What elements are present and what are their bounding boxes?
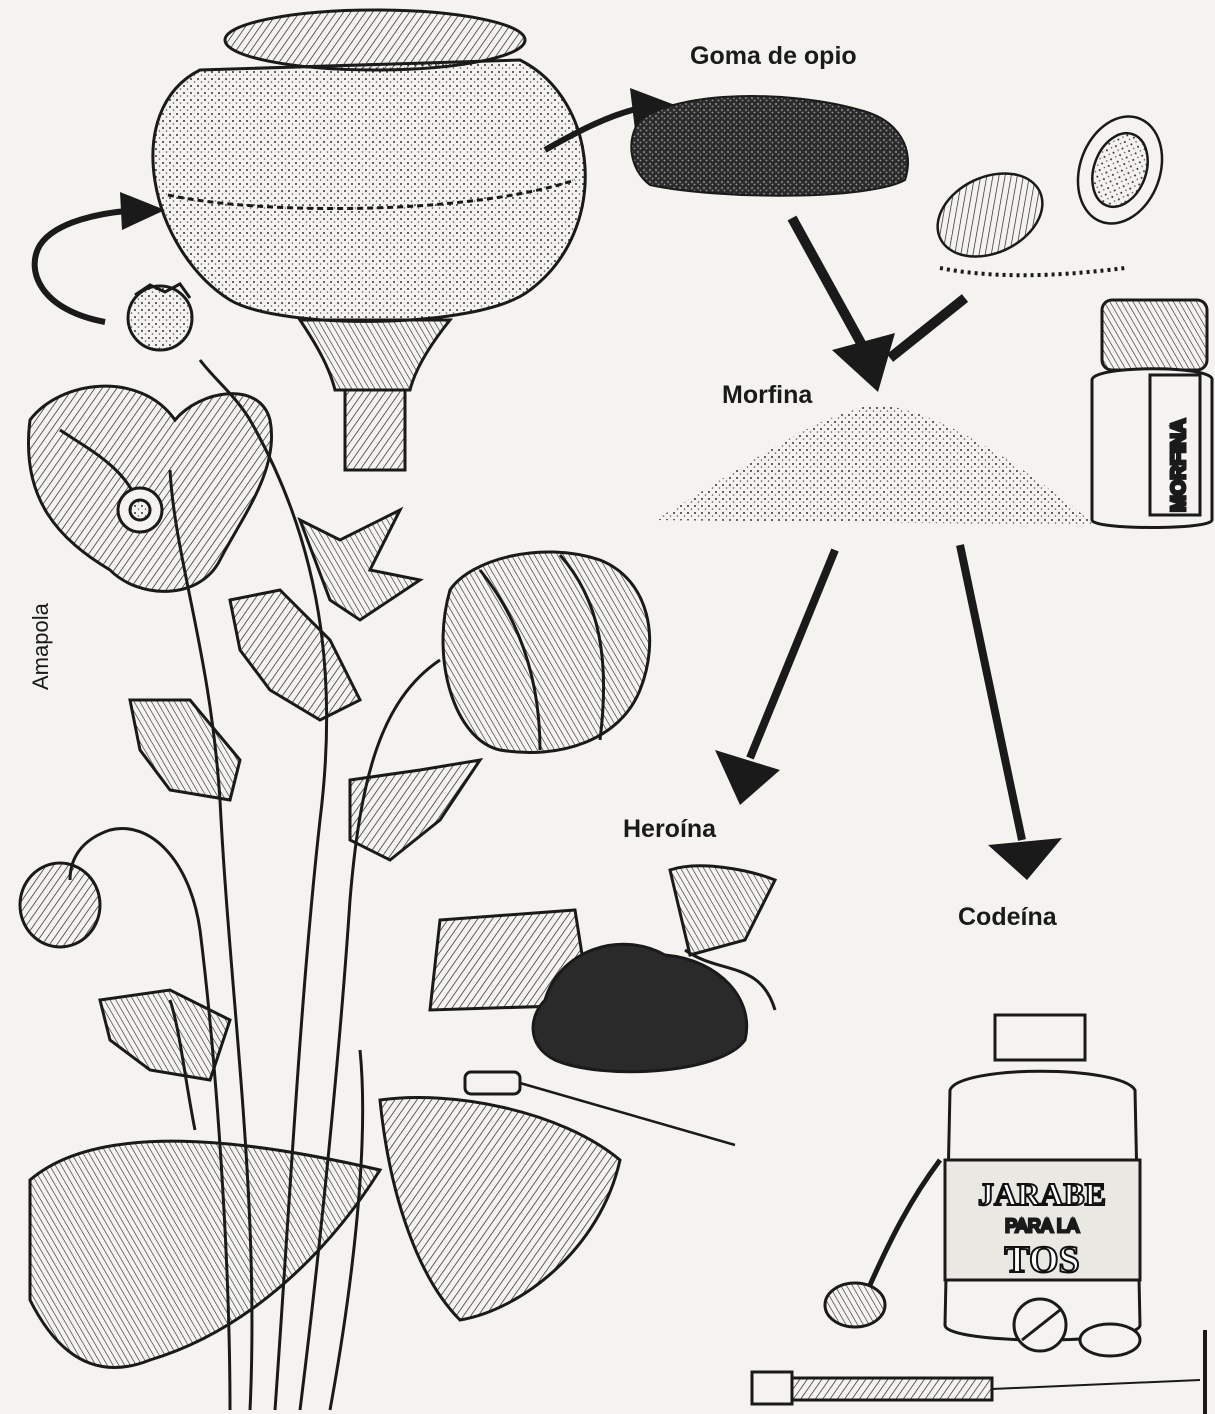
vial-label: MORFINA (1168, 419, 1190, 512)
syrup-label-line3: TOS (1004, 1239, 1079, 1281)
morphine-powder-icon (655, 405, 1095, 525)
label-opium-gum: Goma de opio (690, 42, 857, 71)
morphine-vial-icon: MORFINA (1092, 300, 1212, 528)
label-codeine: Codeína (958, 903, 1057, 932)
poppy-plant-icon (20, 284, 650, 1410)
opium-gum-icon (631, 96, 908, 196)
label-poppy: Amapola (28, 603, 54, 690)
codeine-syringe-icon (752, 1372, 1200, 1404)
label-morphine: Morfina (722, 381, 812, 410)
spoon-icon (825, 1160, 940, 1327)
arrows-to-morphine (792, 218, 965, 392)
syrup-label-line2: PARA LA (1005, 1216, 1079, 1236)
arrow-morphine-to-codeine (960, 545, 1062, 880)
label-heroin: Heroína (623, 815, 716, 844)
cut-capsule-icon (924, 105, 1176, 276)
heroin-bag-icon (533, 866, 775, 1072)
arrow-morphine-to-heroin (715, 550, 835, 805)
cough-syrup-bottle-icon: JARABE PARA LA TOS (945, 1015, 1140, 1340)
syrup-label-line1: JARABE (978, 1176, 1106, 1212)
